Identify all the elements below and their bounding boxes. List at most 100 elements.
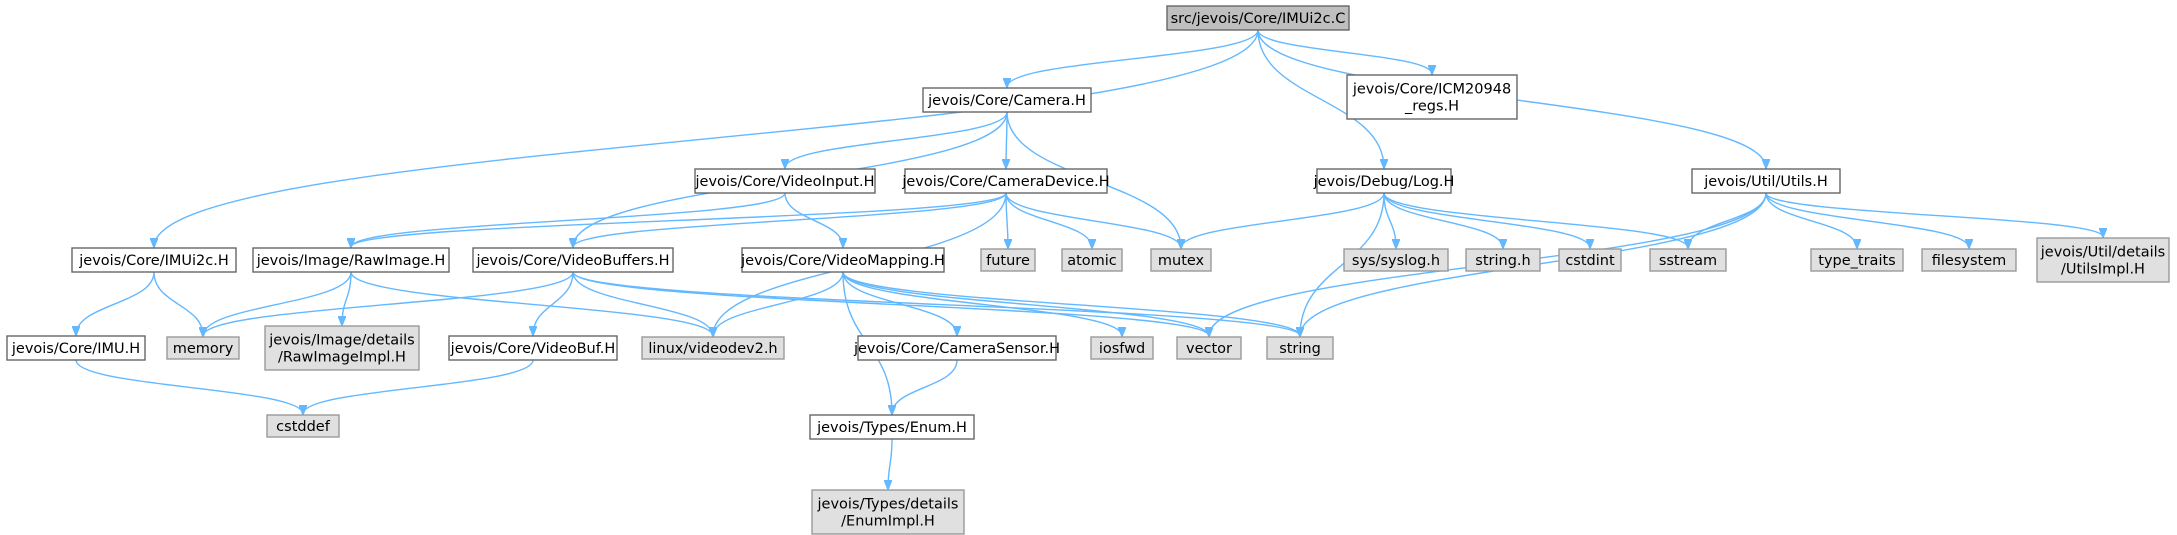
node-src-jevois-core-imui2c-c[interactable]: src/jevois/Core/IMUi2c.C [1166,5,1350,31]
node-cstddef: cstddef [266,414,340,438]
node-jevois-image-rawimage-h[interactable]: jevois/Image/RawImage.H [252,247,450,273]
edge-videomapping-to-string [842,271,1300,336]
edge-cameradevice-to-videobuffers [573,192,1007,247]
node-jevois-core-videobuf-h[interactable]: jevois/Core/VideoBuf.H [448,335,618,361]
node-box [1921,248,2017,272]
edge-utils-to-utilsimpl [1765,192,2103,237]
node-iosfwd: iosfwd [1090,336,1154,360]
node-jevois-core-videobuffers-h[interactable]: jevois/Core/VideoBuffers.H [472,247,674,273]
node-box [166,336,240,360]
node-label: jevois/Image/RawImage.H [256,253,446,269]
node-box [472,247,674,273]
node-box [1465,248,1541,272]
node-string-h: string.h [1465,248,1541,272]
edge-camerasensor-to-enumh [892,359,958,414]
node-box [6,335,146,361]
edge-videobuffers-to-memory [203,271,574,336]
node-jevois-util-utils-h[interactable]: jevois/Util/Utils.H [1691,168,1841,194]
node-label: jevois/Core/VideoBuf.H [450,341,616,357]
edge-videomapping-to-iosfwd [842,271,1122,336]
node-future: future [980,248,1036,272]
edge-enumh-to-enumimpl [888,438,893,489]
node-label: jevois/Types/Enum.H [816,420,967,436]
node-label: type_traits [1818,253,1895,269]
edge-rawimage-to-rawimageimpl [342,271,352,325]
node-sstream: sstream [1649,248,1727,272]
edge-cameradevice-to-atomic [1005,192,1092,248]
node-box [1316,168,1452,194]
edge-videomapping-to-camerasensor [842,271,957,335]
node-label: jevois/Core/VideoBuffers.H [475,253,669,269]
edge-debuglog-to-sstream [1383,192,1688,248]
edge-cameradevice-to-future [1006,192,1008,248]
node-label: linux/videodev2.h [648,341,777,357]
edge-debuglog-to-mutex [1181,192,1385,248]
node-jevois-core-imui2c-h[interactable]: jevois/Core/IMUi2c.H [71,247,237,273]
node-label: src/jevois/Core/IMUi2c.C [1171,11,1346,27]
edge-root-to-imui2ch [154,29,1259,247]
node-jevois-types-enum-h[interactable]: jevois/Types/Enum.H [809,414,975,440]
node-label: iosfwd [1099,341,1145,357]
node-jevois-debug-log-h[interactable]: jevois/Debug/Log.H [1313,168,1455,194]
edge-root-to-debuglog [1257,29,1384,168]
edge-imui2ch-to-imuh [76,271,155,335]
node-jevois-core-cameradevice-h[interactable]: jevois/Core/CameraDevice.H [901,168,1110,194]
node-label: jevois/Core/IMUi2c.H [78,253,228,269]
edge-videomapping-to-videodev2 [713,271,844,336]
node-label: _regs.H [1404,99,1459,115]
node-box [1090,336,1154,360]
node-box [694,168,876,194]
edge-rawimage-to-memory [203,271,352,336]
node-label: jevois/Core/ICM20948 [1352,82,1511,98]
node-vector: vector [1176,336,1242,360]
node-jevois-core-camerasensor-h[interactable]: jevois/Core/CameraSensor.H [853,335,1060,361]
node-jevois-core-camera-h[interactable]: jevois/Core/Camera.H [922,87,1092,113]
edge-camera-to-videoinput [785,111,1008,168]
node-label: future [986,253,1030,269]
node-label: jevois/Core/IMU.H [11,341,140,357]
edge-imuh-to-cstddef [75,359,303,414]
node-jevois-util-details-utilsimpl-h: jevois/Util/details/UtilsImpl.H [2036,237,2170,283]
node-box [904,168,1108,194]
node-label: filesystem [1932,253,2007,269]
node-box [922,87,1092,113]
node-atomic: atomic [1061,248,1123,272]
edge-imui2ch-to-memory [153,271,203,336]
node-label: /RawImageImpl.H [278,350,406,366]
node-box [741,247,945,273]
node-label: cstddef [276,419,331,435]
node-box [1150,248,1212,272]
node-label: vector [1186,341,1232,357]
node-box [1266,336,1334,360]
edge-utils-to-filesystem [1765,192,1969,248]
node-box [1810,248,1904,272]
node-box [1061,248,1123,272]
node-linux-videodev2-h: linux/videodev2.h [641,336,785,360]
edge-videoinput-to-videomapping [784,192,843,247]
node-label: jevois/Core/CameraSensor.H [853,341,1060,357]
node-jevois-core-imu-h[interactable]: jevois/Core/IMU.H [6,335,146,361]
node-jevois-image-details-rawimageimpl-h: jevois/Image/details/RawImageImpl.H [264,325,420,371]
node-type-traits: type_traits [1810,248,1904,272]
edge-rawimage-to-videodev2 [350,271,713,336]
node-label: sys/syslog.h [1352,253,1440,269]
node-label: jevois/Util/Utils.H [1703,174,1828,190]
node-label: string.h [1475,253,1530,269]
node-box [266,414,340,438]
node-jevois-core-videomapping-h[interactable]: jevois/Core/VideoMapping.H [740,247,945,273]
node-cstdint: cstdint [1558,248,1622,272]
node-box [252,247,450,273]
edge-debuglog-to-stringh [1383,192,1503,248]
node-box [641,336,785,360]
node-box [448,335,618,361]
node-label: jevois/Types/details [817,497,959,513]
node-box [1176,336,1242,360]
edge-root-to-camera [1007,29,1259,87]
node-jevois-core-icm20948-regs-h[interactable]: jevois/Core/ICM20948_regs.H [1346,74,1518,120]
node-label: string [1279,341,1321,357]
node-label: sstream [1659,253,1717,269]
node-box [1343,248,1449,272]
node-label: jevois/Core/Camera.H [927,93,1086,109]
node-label: mutex [1158,253,1205,269]
node-jevois-core-videoinput-h[interactable]: jevois/Core/VideoInput.H [694,168,876,194]
